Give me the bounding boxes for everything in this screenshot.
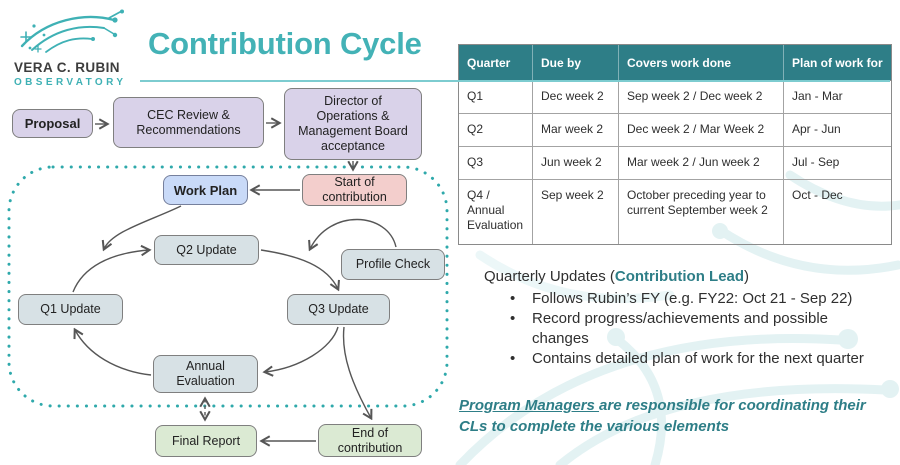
quarter-table: Quarter Due by Covers work done Plan of …	[458, 44, 892, 245]
table-header-cell: Plan of work for	[784, 45, 891, 81]
node-final-report: Final Report	[155, 425, 257, 457]
quarterly-updates-list: Follows Rubin’s FY (e.g. FY22: Oct 21 - …	[508, 289, 898, 369]
table-cell: Apr - Jun	[784, 114, 891, 147]
heading-suffix: )	[744, 268, 750, 285]
table-header-cell: Covers work done	[619, 45, 784, 81]
node-profile-check: Profile Check	[341, 249, 445, 280]
table-cell: Q1	[459, 81, 533, 114]
table-header-cell: Quarter	[459, 45, 533, 81]
node-q1-update: Q1 Update	[18, 294, 123, 325]
page-title: Contribution Cycle	[148, 26, 422, 61]
table-cell: Sep week 2	[533, 180, 619, 244]
table-cell: Q4 / Annual Evaluation	[459, 180, 533, 244]
logo-subtitle: OBSERVATORY	[14, 77, 127, 88]
node-work-plan: Work Plan	[163, 175, 248, 205]
table-cell: Mar week 2 / Jun week 2	[619, 147, 784, 180]
table-cell: Q2	[459, 114, 533, 147]
node-annual-evaluation: Annual Evaluation	[153, 355, 258, 393]
program-managers-note: Program Managers are responsible for coo…	[459, 395, 895, 437]
footer-underlined-text: Program Managers	[459, 397, 600, 414]
node-q2-update: Q2 Update	[154, 235, 259, 265]
quarterly-updates-heading: Quarterly Updates (Contribution Lead)	[484, 268, 749, 285]
table-cell: Oct - Dec	[792, 188, 843, 202]
heading-accent: Contribution Lead	[614, 268, 745, 285]
table-cell: Dec week 2 / Mar Week 2	[619, 114, 784, 147]
table-cell: October preceding year to current Septem…	[619, 180, 784, 244]
table-header-cell: Due by	[533, 45, 619, 81]
table-cell: Mar week 2	[533, 114, 619, 147]
node-director-acceptance: Director of Operations & Management Boar…	[284, 88, 422, 160]
bullet-item: Contains detailed plan of work for the n…	[508, 349, 898, 369]
bullet-item: Record progress/achievements and possibl…	[508, 309, 898, 349]
table-cell: Dec week 2	[533, 81, 619, 114]
rubin-logo-icon	[20, 9, 124, 53]
node-start-of-contribution: Start of contribution	[302, 174, 407, 206]
table-cell: Q3	[459, 147, 533, 180]
table-cell: Jul - Sep	[784, 147, 891, 180]
node-q3-update: Q3 Update	[287, 294, 390, 325]
logo-name: VERA C. RUBIN	[14, 60, 120, 75]
table-cell: Jan - Mar	[784, 81, 891, 114]
bullet-item: Follows Rubin’s FY (e.g. FY22: Oct 21 - …	[508, 289, 898, 309]
title-underline	[140, 80, 890, 82]
table-cell: Jun week 2	[533, 147, 619, 180]
node-proposal: Proposal	[12, 109, 93, 138]
node-end-of-contribution: End of contribution	[318, 424, 422, 457]
rubin-logo: VERA C. RUBIN OBSERVATORY	[14, 8, 144, 88]
footer-rest-text: are responsible for coordinating their C…	[459, 397, 866, 435]
node-cec-review: CEC Review & Recommendations	[113, 97, 264, 148]
heading-prefix: Quarterly Updates (	[484, 268, 615, 285]
table-cell: Sep week 2 / Dec week 2	[619, 81, 784, 114]
